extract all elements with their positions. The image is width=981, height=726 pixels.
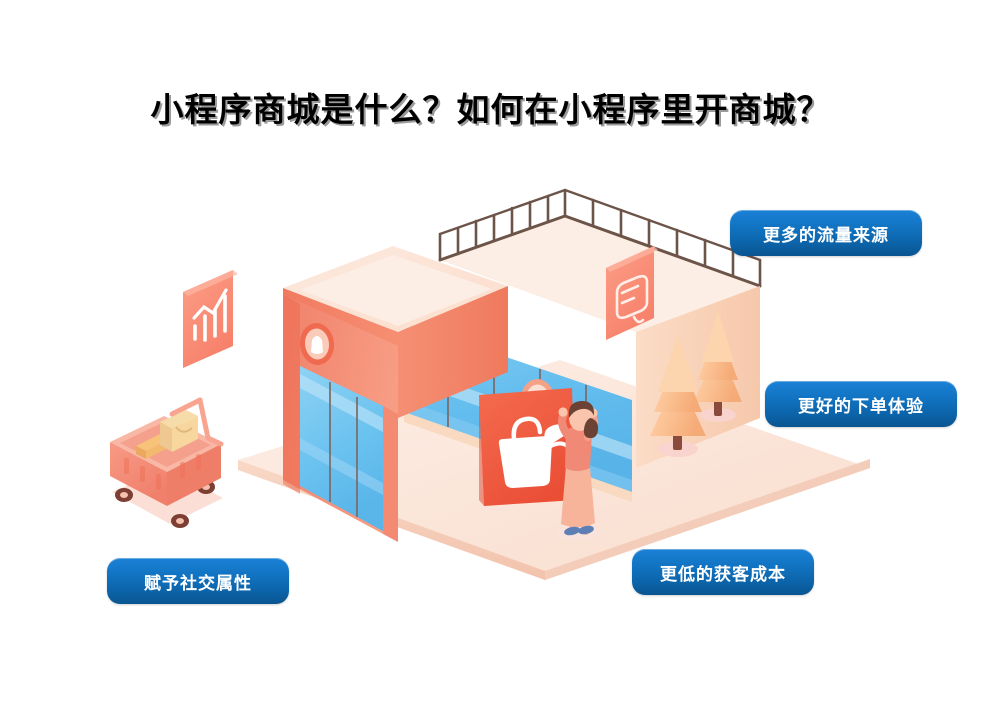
- label-more-traffic-sources[interactable]: 更多的流量来源: [730, 210, 922, 256]
- chart-card: [183, 270, 238, 368]
- tree-front: [650, 336, 706, 457]
- label-social-attributes[interactable]: 赋予社交属性: [107, 558, 289, 604]
- store-logo-left: [299, 323, 335, 365]
- rooftop-terrace: [438, 188, 762, 332]
- promo-panel: [479, 388, 576, 506]
- shopping-cart: [110, 397, 224, 528]
- shopping-basket-icon: [498, 416, 569, 488]
- illustration-stage: [0, 150, 981, 580]
- person: [557, 400, 599, 540]
- rooftop-railing: [438, 188, 762, 288]
- label-better-ordering-experience[interactable]: 更好的下单体验: [765, 381, 957, 427]
- chat-bubble-icon: [615, 274, 649, 324]
- tree-back: [694, 310, 742, 422]
- bar-chart-icon: [192, 288, 228, 342]
- chat-card: [606, 246, 658, 340]
- page-title: 小程序商城是什么？如何在小程序里开商城？: [150, 90, 831, 129]
- isometric-store-illustration: [110, 188, 870, 580]
- label-lower-customer-acquisition-cost[interactable]: 更低的获客成本: [632, 549, 814, 595]
